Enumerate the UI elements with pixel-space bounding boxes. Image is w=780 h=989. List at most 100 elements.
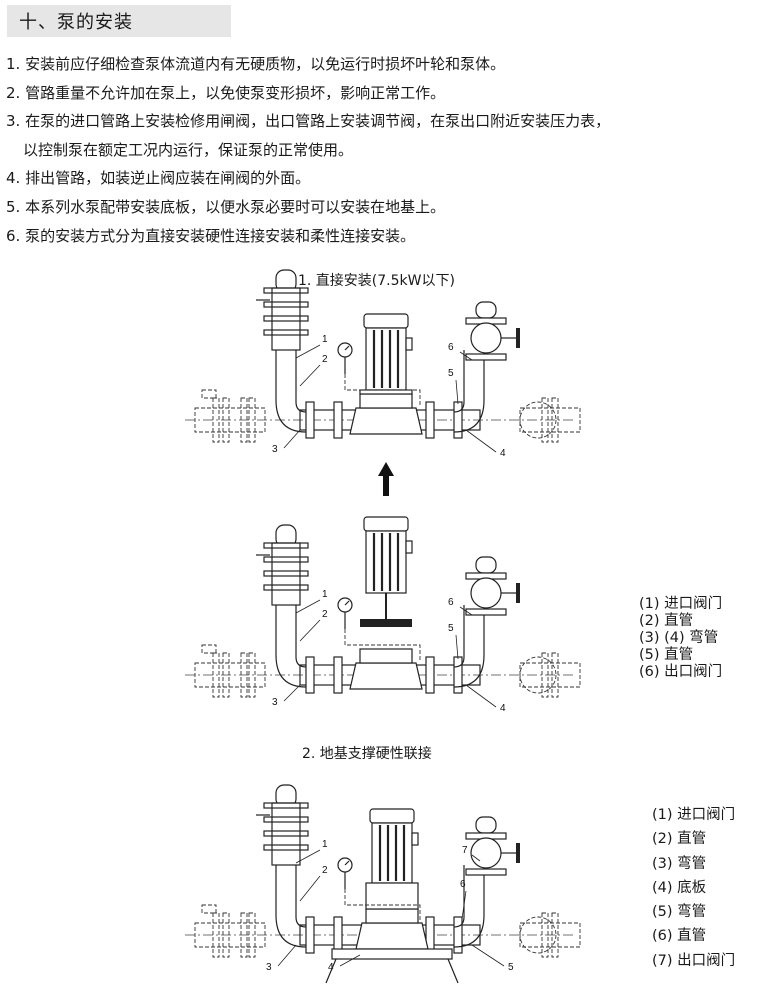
dashed-pipe-left [194, 922, 266, 948]
motor-body [365, 327, 407, 391]
pump-bracket [359, 393, 413, 409]
leader-line [465, 429, 497, 453]
outlet-valve-body [470, 322, 502, 354]
outlet-elbow-inner [453, 605, 465, 668]
gauge-dashed-line [344, 889, 421, 921]
outlet-valve-body [470, 837, 502, 869]
installation-steps: 1. 安装前应仔细检查泵体流道内有无硬质物，以免运行时损坏叶轮和泵体。 2. 管… [6, 50, 776, 250]
pressure-gauge-needle [344, 600, 350, 606]
flange [453, 656, 463, 694]
flange [425, 401, 435, 439]
valve-body [271, 542, 301, 606]
leader-line [283, 429, 301, 449]
flange [333, 401, 343, 439]
motor-body [365, 530, 407, 594]
outlet-valve-cap [475, 816, 497, 834]
outlet-valve-flange [465, 608, 507, 616]
outlet-valve-cap [475, 301, 497, 319]
part-number-label: 2 [322, 354, 328, 365]
pressure-gauge-needle [344, 345, 350, 351]
part-number-label: 3 [272, 444, 278, 455]
dashed-pipe-left [194, 407, 266, 433]
step-3-continued: 以控制泵在额定工况内运行，保证泵的正常使用。 [23, 140, 354, 159]
foundation-support [325, 958, 459, 984]
part-number-label: 5 [448, 623, 454, 634]
terminal-box [411, 832, 419, 846]
dashed-valve [519, 401, 557, 439]
legend-item: (3) (4) 弯管 [639, 630, 719, 646]
part-number-label: 7 [462, 845, 468, 856]
dashed-fitting [201, 389, 217, 399]
valve-flange-disc [263, 816, 309, 823]
flange [333, 656, 343, 694]
dashed-flange [240, 397, 248, 443]
figure-1-caption: 1. 直接安装(7.5kW以下) [298, 273, 455, 289]
base-plate [331, 948, 453, 960]
motor-cap [369, 808, 415, 824]
legend-item: (5) 弯管 [652, 904, 707, 921]
inlet-elbow-inner [295, 865, 307, 928]
leader-line [295, 599, 321, 614]
valve-flange-disc [263, 830, 309, 837]
valve-flange-disc [263, 301, 309, 308]
dashed-fitting [201, 904, 217, 914]
flange [333, 916, 343, 954]
pressure-gauge-needle [344, 860, 350, 866]
inlet-elbow-inner [295, 350, 307, 413]
leader-line [461, 890, 467, 920]
valve-body [271, 802, 301, 866]
inlet-elbow-outer [275, 605, 307, 688]
leader-line [277, 944, 297, 967]
part-number-label: 2 [322, 609, 328, 620]
legend-item: (2) 直管 [639, 613, 694, 629]
part-number-label: 3 [266, 962, 272, 973]
part-number-label: 6 [448, 597, 454, 608]
leader-line [339, 954, 361, 967]
legend-item: (5) 直管 [639, 647, 694, 663]
legend-item: (4) 底板 [652, 879, 707, 896]
motor-cap [363, 516, 409, 532]
impeller-disc [360, 619, 412, 627]
dashed-flange [222, 912, 230, 958]
step-2: 2. 管路重量不允许加在泵上，以免使泵变形损坏，影响正常工作。 [6, 83, 446, 102]
leader-line [299, 875, 321, 902]
section-title: 十、泵的安装 [19, 12, 133, 33]
outlet-elbow-inner [453, 865, 465, 928]
leader-line [299, 619, 321, 642]
figure-2-caption: 2. 地基支撑硬性联接 [302, 746, 432, 762]
valve-flange-disc [263, 315, 309, 322]
outlet-elbow-inner [453, 350, 465, 413]
legend-item: (3) 弯管 [652, 855, 707, 872]
legend-item: (2) 直管 [652, 831, 707, 848]
legend-item: (1) 进口阀门 [652, 807, 736, 823]
leader-line [455, 634, 459, 660]
part-number-label: 4 [500, 703, 506, 714]
dashed-flange [541, 397, 549, 443]
pump-bracket [365, 908, 419, 924]
inlet-elbow-inner [295, 605, 307, 668]
step-4: 4. 排出管路，如装逆止阀应装在闸阀的外面。 [6, 169, 311, 188]
dashed-flange [541, 652, 549, 698]
outlet-elbow-outer [453, 350, 485, 433]
legend-item: (1) 进口阀门 [639, 596, 723, 612]
inlet-elbow-outer [275, 350, 307, 433]
dashed-pipe-left [194, 662, 266, 688]
dashed-flange [222, 652, 230, 698]
leader-line [455, 379, 459, 405]
motor-cap [363, 313, 409, 329]
pump-bracket [359, 648, 413, 664]
leader-line [295, 344, 321, 359]
inlet-elbow-outer [275, 865, 307, 948]
outlet-valve-flange [465, 868, 507, 876]
dashed-flange [222, 397, 230, 443]
dashed-flange [248, 397, 256, 443]
section-header: 十、泵的安装 [7, 5, 231, 37]
valve-flange-disc [263, 570, 309, 577]
gauge-dashed-line [344, 374, 421, 406]
flange [453, 401, 463, 439]
dashed-fitting [201, 644, 217, 654]
dashed-flange [551, 912, 559, 958]
outlet-valve-handwheel [516, 583, 520, 603]
leader-line [465, 684, 497, 708]
flange [453, 916, 463, 954]
